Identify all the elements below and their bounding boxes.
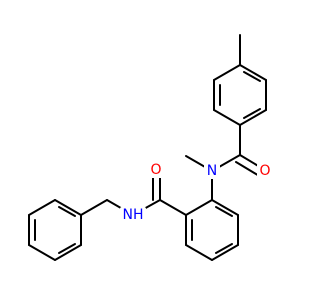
oxygen-bottom-label: O — [150, 162, 161, 178]
bond-phenyl-ring-4 — [28, 244, 56, 261]
bond-tolyl-ring-1 — [213, 64, 241, 81]
bond-tolyl-ring-4 — [239, 109, 267, 126]
bond-tolyl-ring-3 — [213, 109, 241, 126]
bond-phenyl-ring-5 — [54, 244, 82, 261]
bond-central-ring-4 — [211, 244, 239, 261]
bond-tolyl-ring-double-3 — [243, 108, 261, 119]
bond-central-ring-carbonyl — [159, 199, 187, 216]
bond-tolyl-ring-double-2 — [243, 71, 261, 82]
nitrogen-methyl-label: N — [207, 163, 217, 179]
structure-diagram: O N O NH — [28, 34, 273, 261]
bond-phenyl-ring-2 — [28, 199, 56, 216]
bond-phenyl-ring-double-1 — [58, 206, 76, 217]
nitrogen-h-label: NH — [123, 207, 144, 223]
bond-phenyl-ring-1 — [54, 199, 82, 216]
bond-tolyl-ring-6 — [239, 64, 267, 81]
atom-labels: O N O NH — [120, 162, 273, 223]
bond-phenyl-ring-double-3 — [58, 243, 76, 254]
bond-central-ring-1 — [185, 199, 213, 216]
bond-central-ring-double-2 — [215, 243, 233, 254]
bond-central-ring-double-3 — [215, 206, 233, 217]
nitrogen-methyl-label-bg — [204, 163, 220, 179]
oxygen-top-label-bg — [257, 163, 273, 179]
oxygen-top-label: O — [259, 163, 270, 179]
oxygen-bottom-label-bg — [148, 162, 164, 178]
bond-central-ring-3 — [185, 244, 213, 261]
bond-central-ring-6 — [211, 199, 239, 216]
bond-carbonyl-oxygen-2 — [235, 161, 262, 178]
bond-layer — [28, 34, 267, 261]
bond-benzyl-phenyl — [80, 199, 108, 216]
nitrogen-h-label-bg — [120, 207, 146, 223]
